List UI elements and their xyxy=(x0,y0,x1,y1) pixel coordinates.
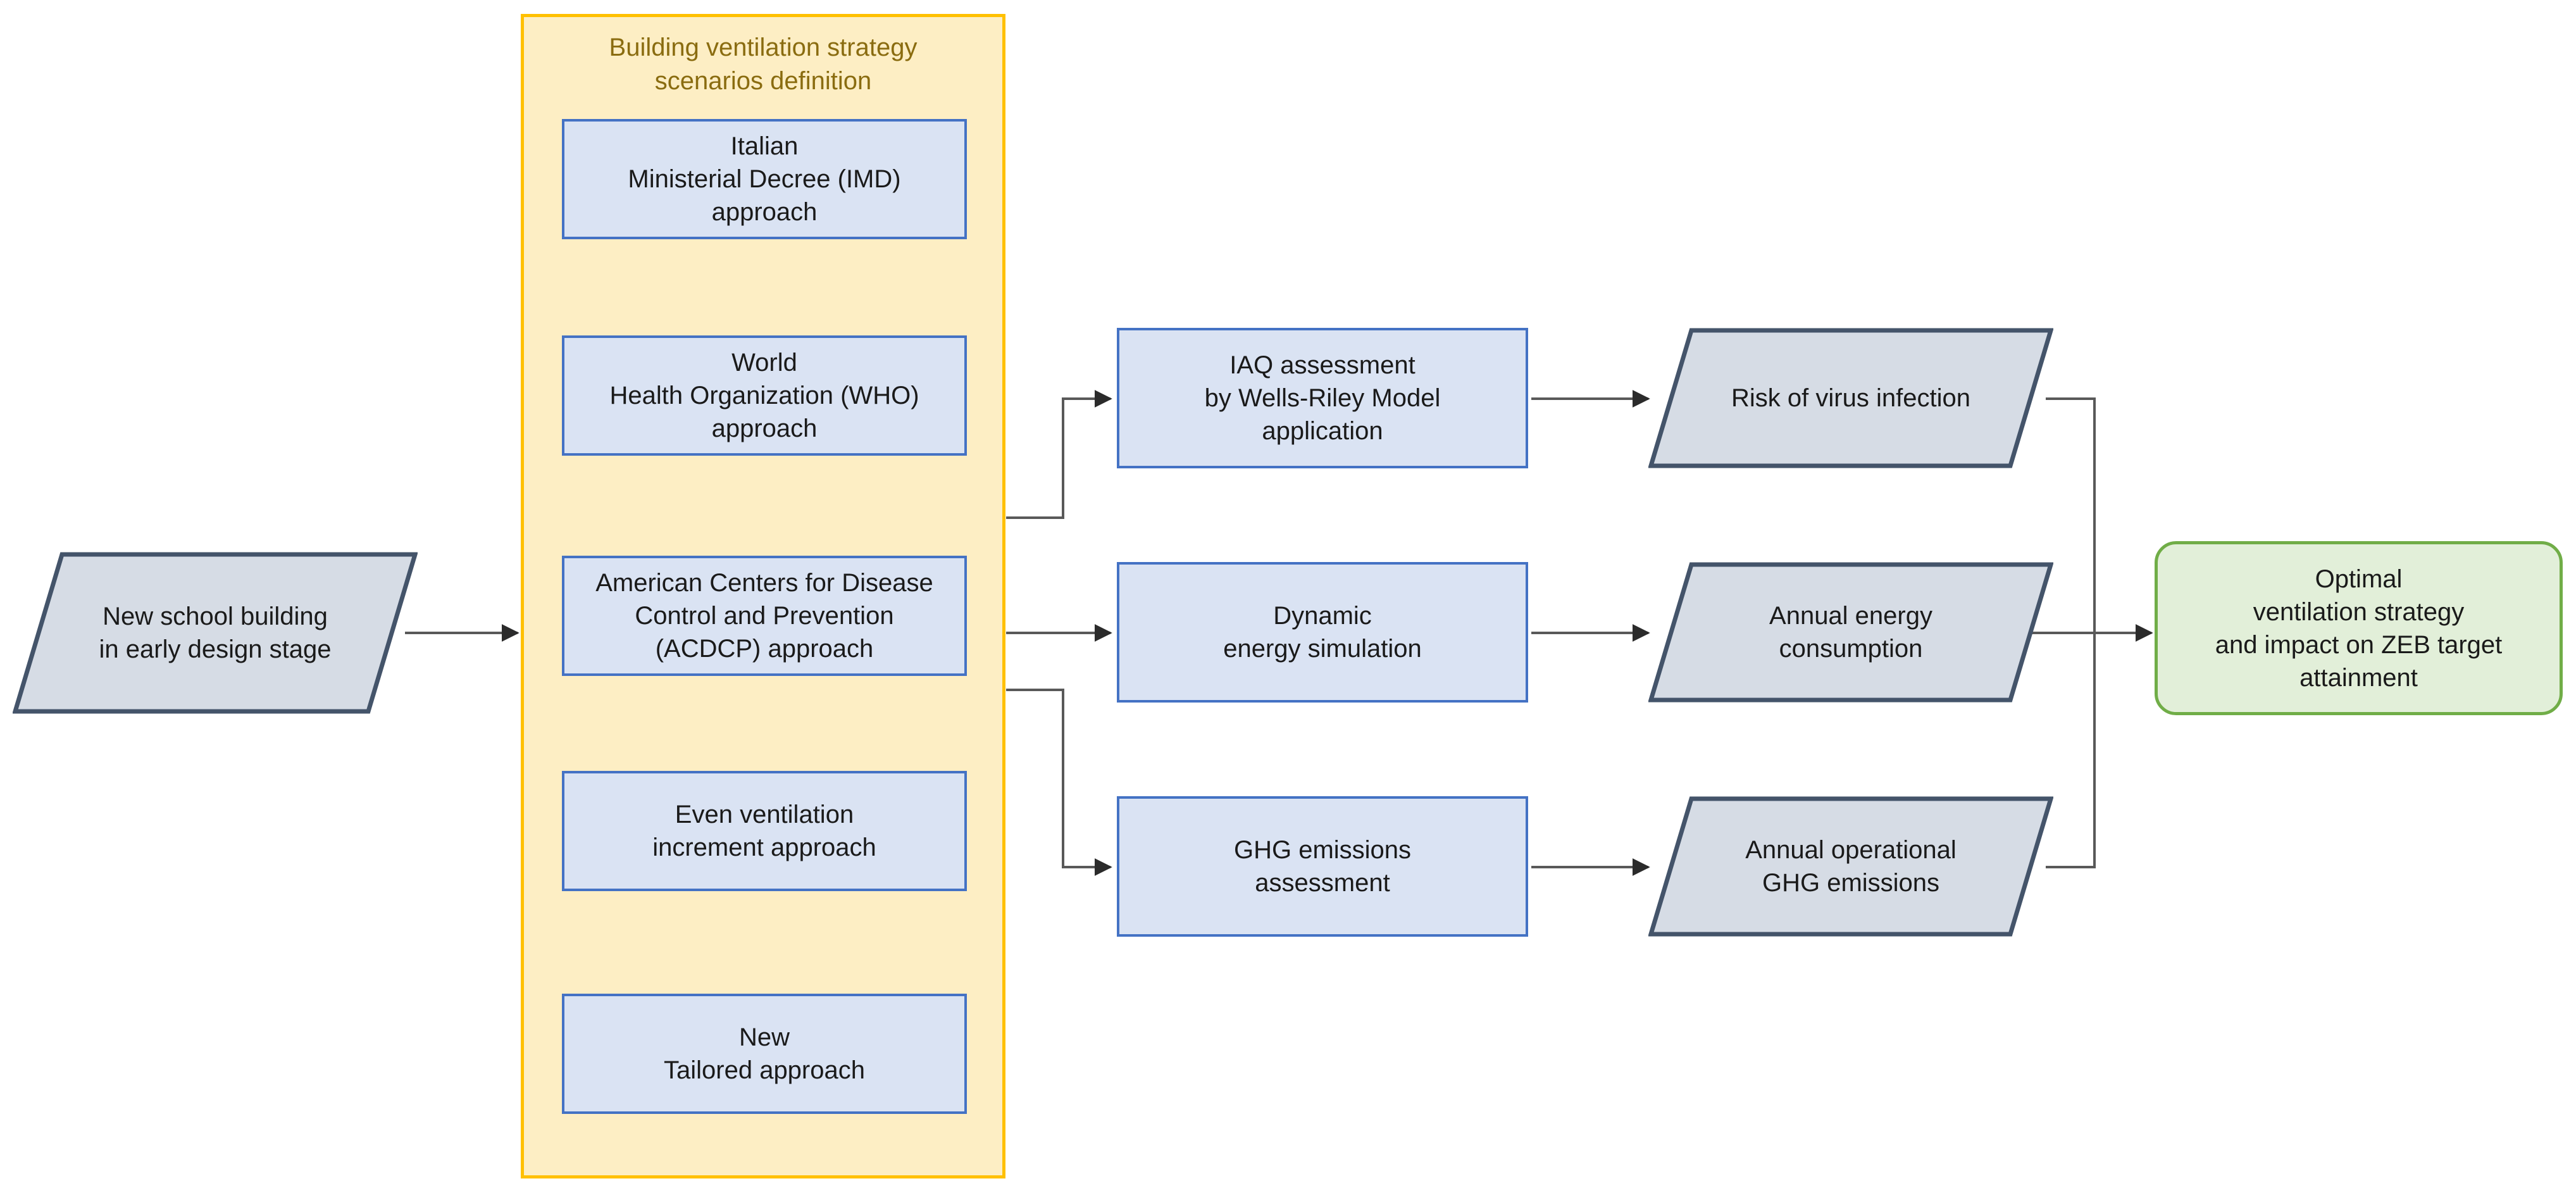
scenario-box-new-tailored[interactable]: New Tailored approach xyxy=(562,994,967,1114)
scenario-box-imd-label: Italian Ministerial Decree (IMD) approac… xyxy=(628,132,901,226)
scenario-box-imd[interactable]: Italian Ministerial Decree (IMD) approac… xyxy=(562,119,967,239)
connector-group-to-analysis-1 xyxy=(1006,390,1112,519)
analysis-box-ghg-label: GHG emissions assessment xyxy=(1233,836,1412,897)
result-node-energy-consumption[interactable]: Annual energy consumption xyxy=(1648,562,2053,703)
result-node-virus-risk[interactable]: Risk of virus infection xyxy=(1648,328,2053,468)
analysis-box-iaq[interactable]: IAQ assessment by Wells-Riley Model appl… xyxy=(1117,328,1528,468)
scenario-box-new-tailored-label: New Tailored approach xyxy=(664,1023,865,1084)
scenario-box-acdcp-label: American Centers for Disease Control and… xyxy=(595,569,933,663)
scenario-box-acdcp[interactable]: American Centers for Disease Control and… xyxy=(562,556,967,676)
scenario-group-title: Building ventilation strategy scenarios … xyxy=(609,34,918,96)
parallelogram-shape xyxy=(1648,328,2053,468)
parallelogram-shape xyxy=(1648,796,2053,937)
parallelogram-shape xyxy=(13,552,418,714)
scenario-box-even-ventilation[interactable]: Even ventilation increment approach xyxy=(562,771,967,891)
result-node-ghg-emissions-label: Annual operational GHG emissions xyxy=(1745,836,1957,897)
output-node-label: Optimal ventilation strategy and impact … xyxy=(2215,565,2503,692)
result-node-ghg-emissions[interactable]: Annual operational GHG emissions xyxy=(1648,796,2053,937)
analysis-box-iaq-label: IAQ assessment by Wells-Riley Model appl… xyxy=(1204,351,1441,445)
output-node-optimal-strategy[interactable]: Optimal ventilation strategy and impact … xyxy=(2155,541,2563,715)
input-node-label: New school building in early design stag… xyxy=(99,603,332,663)
scenario-box-who[interactable]: World Health Organization (WHO) approach xyxy=(562,335,967,456)
parallelogram-shape xyxy=(1648,562,2053,703)
connector-group-to-analysis-3 xyxy=(1006,689,1112,876)
analysis-box-energy-label: Dynamic energy simulation xyxy=(1223,602,1422,663)
analysis-box-energy[interactable]: Dynamic energy simulation xyxy=(1117,562,1528,703)
scenario-box-even-ventilation-label: Even ventilation increment approach xyxy=(652,801,876,861)
input-node[interactable]: New school building in early design stag… xyxy=(13,552,418,714)
scenario-box-who-label: World Health Organization (WHO) approach xyxy=(609,349,919,442)
result-node-virus-risk-label: Risk of virus infection xyxy=(1731,384,1970,412)
analysis-box-ghg[interactable]: GHG emissions assessment xyxy=(1117,796,1528,937)
result-node-energy-consumption-label: Annual energy consumption xyxy=(1769,602,1932,663)
